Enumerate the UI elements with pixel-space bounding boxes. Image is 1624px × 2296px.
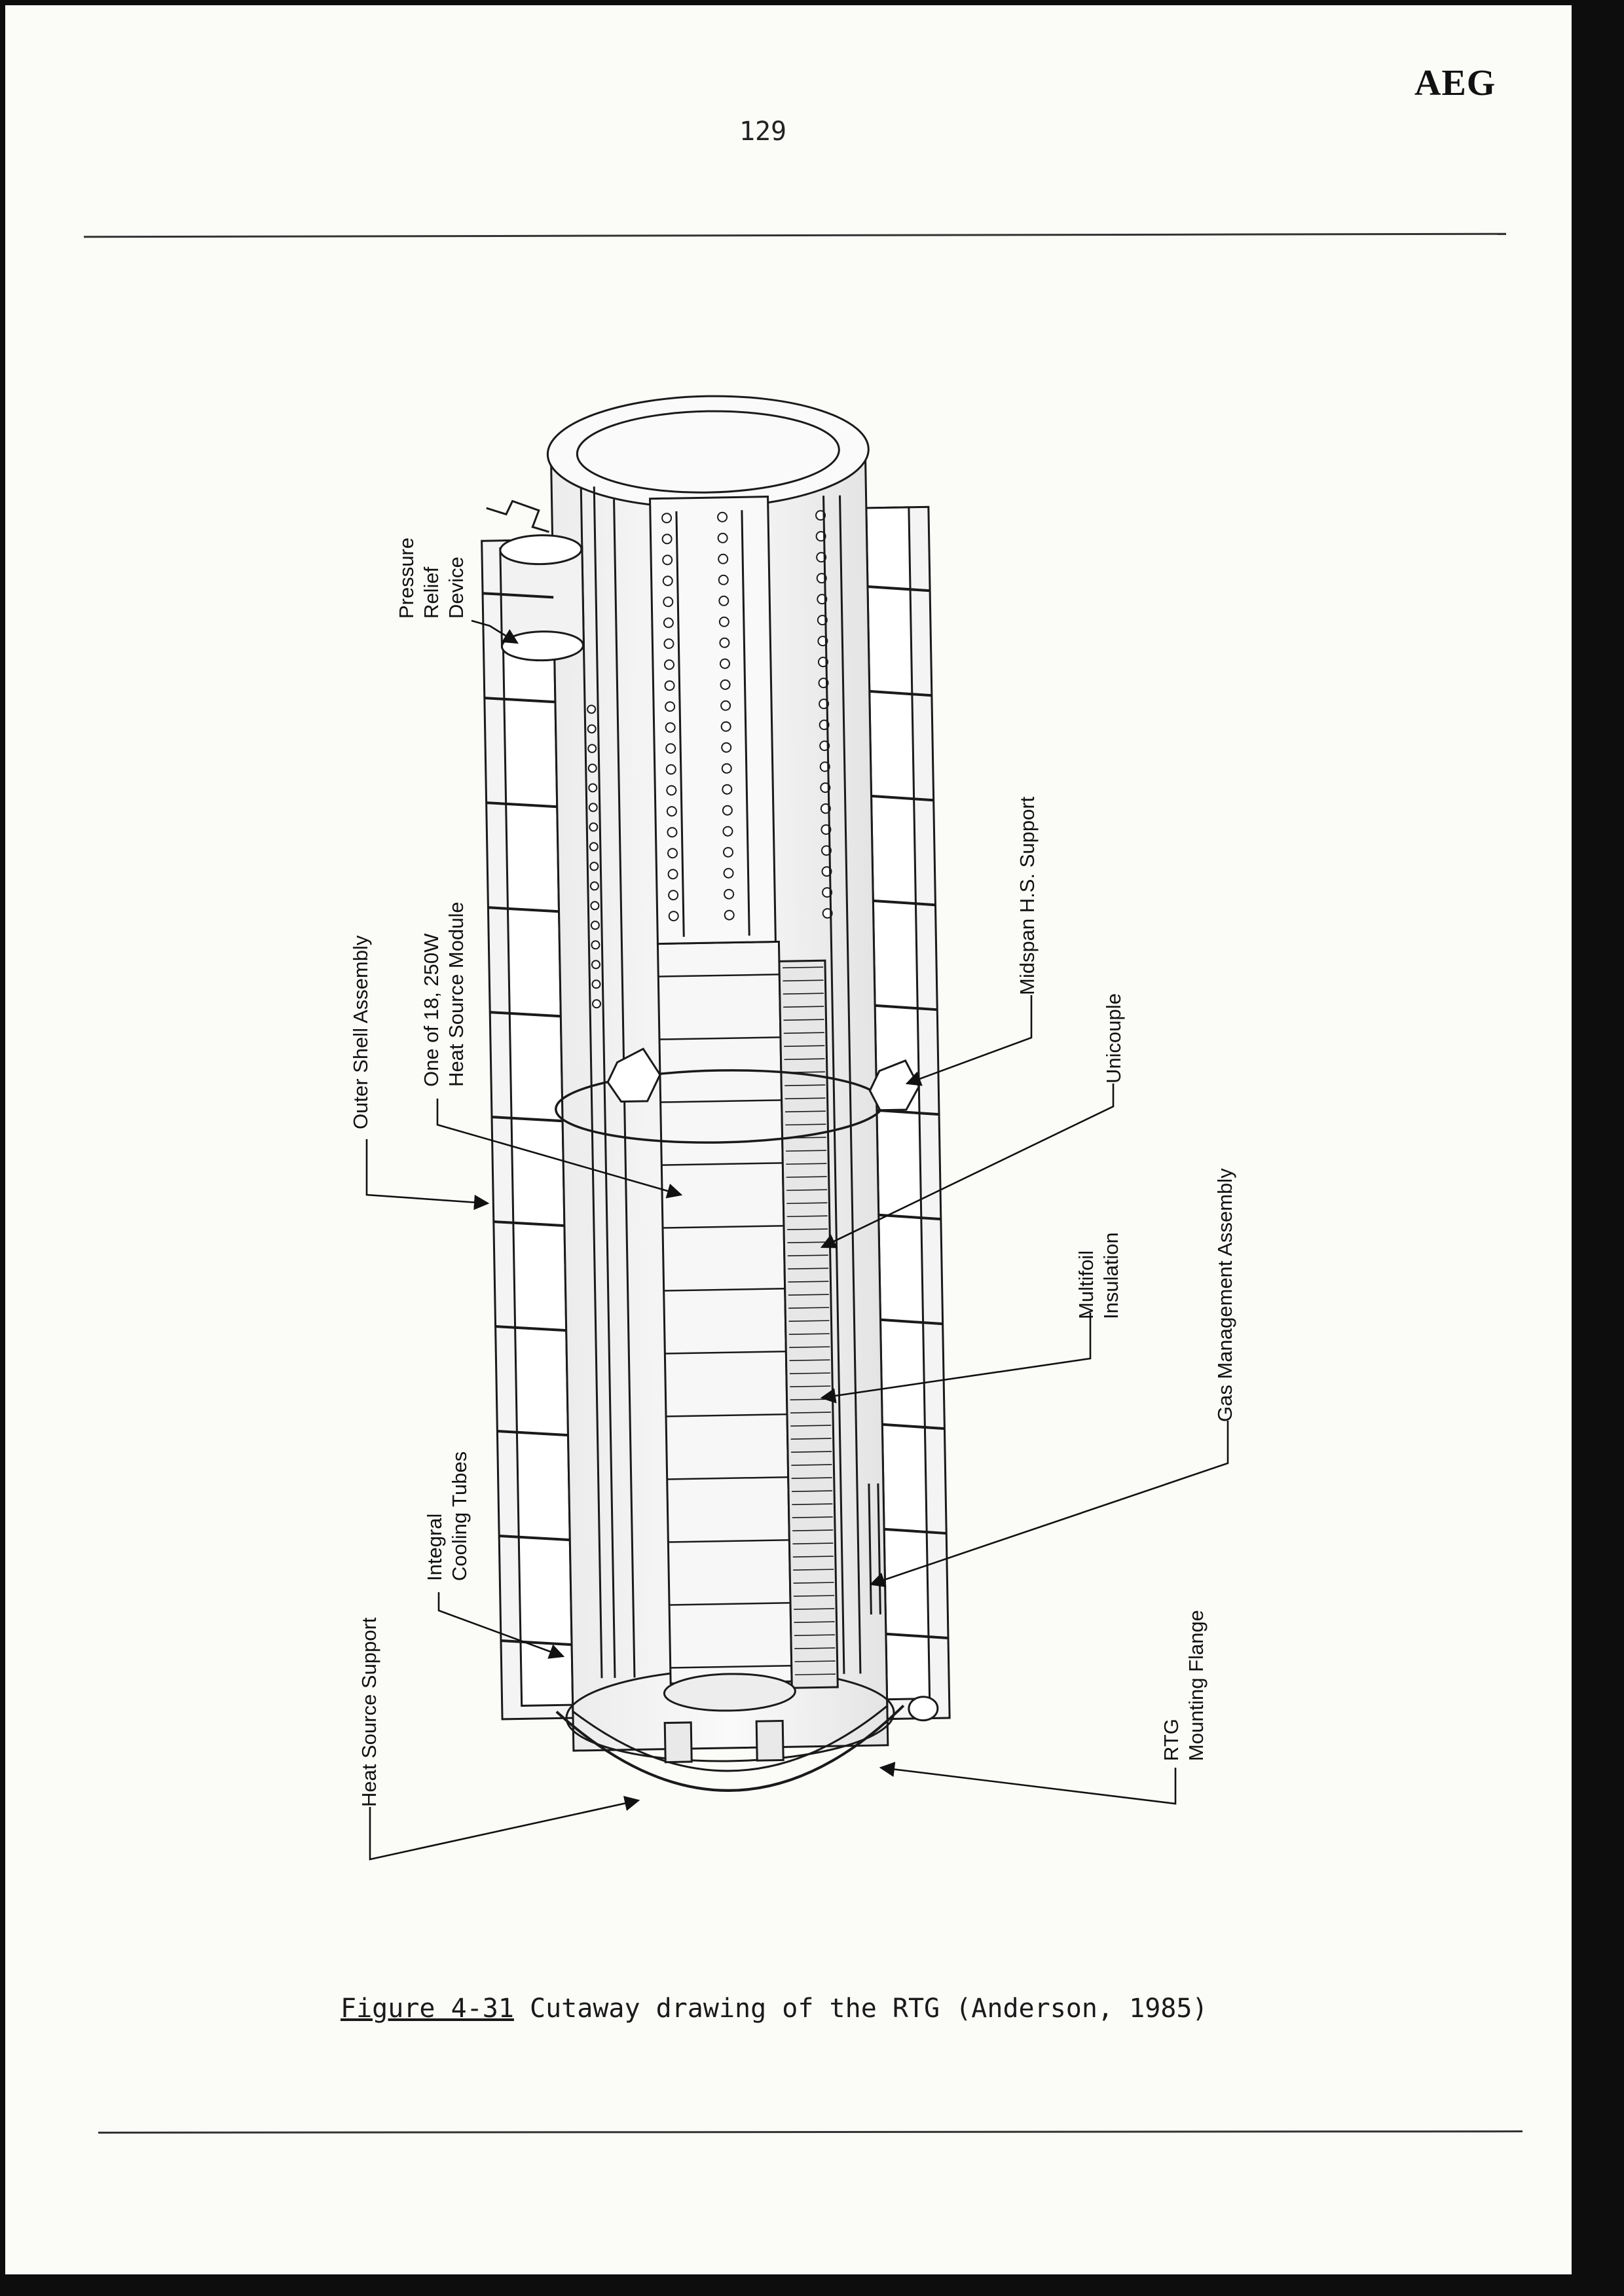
figure-caption: Figure 4-31 Cutaway drawing of the RTG (… [341, 1994, 1208, 2024]
callout-outer-shell-assembly: Outer Shell Assembly [349, 935, 372, 1129]
callout-heat-source-module: One of 18, 250W Heat Source Module [420, 902, 468, 1087]
callout-multifoil-insulation: Multifoil Insulation [1075, 1232, 1122, 1319]
mounting-flange [555, 1704, 905, 1792]
callout-gas-management-assembly: Gas Management Assembly [1213, 1168, 1236, 1422]
callout-heat-source-support: Heat Source Support [358, 1617, 380, 1807]
page-number: 129 [739, 117, 787, 147]
callout-rtg-mounting-flange: RTG Mounting Flange [1160, 1610, 1208, 1761]
figure-label: Figure 4-31 [341, 1994, 514, 2024]
callout-integral-cooling-tubes: Integral Cooling Tubes [423, 1451, 471, 1581]
callout-pressure-relief-device: Pressure Relief Device [395, 537, 468, 619]
callout-midspan-hs-support: Midspan H.S. Support [1016, 796, 1039, 995]
aeg-logo: AEG [1414, 63, 1496, 103]
figure-caption-text: Cutaway drawing of the RTG (Anderson, 19… [513, 1994, 1208, 2024]
callout-unicouple: Unicouple [1102, 993, 1125, 1084]
heat-source-stack [656, 940, 793, 1685]
